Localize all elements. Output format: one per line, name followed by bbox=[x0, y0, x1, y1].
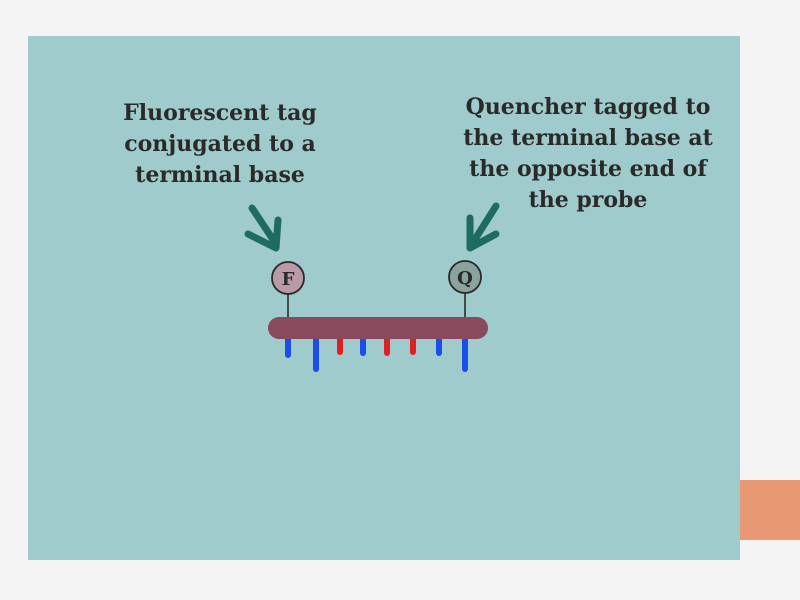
probe-bases bbox=[285, 335, 468, 372]
accent-block bbox=[740, 480, 800, 540]
diagram-panel bbox=[28, 36, 740, 560]
quencher-circle bbox=[448, 260, 482, 294]
fluorescent-tag-label-line-2: conjugated to a bbox=[124, 131, 316, 157]
quencher-label-line-2: the terminal base at bbox=[463, 125, 713, 151]
fluorescent-tag-label: Fluorescent tag conjugated to a terminal… bbox=[110, 98, 330, 191]
quencher-label-line-1: Quencher tagged to bbox=[465, 94, 711, 120]
probe-backbone bbox=[268, 317, 488, 339]
quencher-arrow-icon bbox=[466, 202, 500, 252]
quencher-label: Quencher tagged to the terminal base at … bbox=[458, 92, 718, 216]
fluorescent-arrow-icon bbox=[244, 204, 282, 252]
quencher-tag: Q bbox=[448, 260, 482, 294]
fluorophore-tag: F bbox=[271, 261, 305, 295]
fluorophore-letter: F bbox=[282, 269, 295, 290]
fluorophore-circle bbox=[271, 261, 305, 295]
quencher-label-line-4: the probe bbox=[528, 187, 648, 213]
fluorescent-tag-label-line-1: Fluorescent tag bbox=[123, 100, 317, 126]
quencher-letter: Q bbox=[457, 268, 473, 289]
quencher-label-line-3: the opposite end of bbox=[469, 156, 707, 182]
fluorescent-tag-label-line-3: terminal base bbox=[135, 162, 305, 188]
